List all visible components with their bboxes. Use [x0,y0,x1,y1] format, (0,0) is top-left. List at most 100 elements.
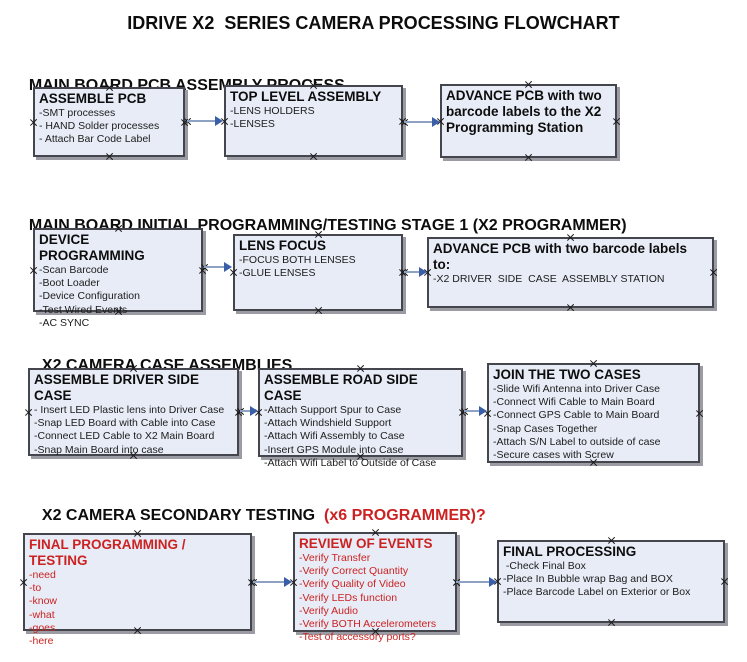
box-item: -Verify BOTH Accelerometers [299,618,437,631]
resize-handle-icon[interactable] [709,268,718,277]
box-item: -Boot Loader [39,277,100,290]
resize-handle-icon[interactable] [309,152,318,161]
resize-handle-icon[interactable] [589,359,598,368]
resize-handle-icon[interactable] [314,230,323,239]
box-title: FINAL PROCESSING [503,544,637,559]
resize-handle-icon[interactable] [356,452,365,461]
box-item: -Connect GPS Cable to Main Board [493,409,660,422]
resize-handle-icon[interactable] [524,153,533,162]
resize-handle-icon[interactable] [524,80,533,89]
resize-handle-icon[interactable] [19,578,28,587]
box-item: -Slide Wifi Antenna into Driver Case [493,383,660,395]
flow-box-advance-pcb-programming-station[interactable]: ADVANCE PCB with two barcode labels to t… [440,84,617,158]
box-item: -Insert GPS Module into Case [264,443,404,456]
resize-handle-icon[interactable] [695,409,704,418]
arrow-head-icon [224,262,232,272]
box-title: ADVANCE PCB with two barcode labels to t… [446,88,602,135]
resize-handle-icon[interactable] [566,303,575,312]
box-item: -X2 DRIVER SIDE CASE ASSEMBLY STATION [433,273,665,285]
flow-box-join-the-two-cases[interactable]: JOIN THE TWO CASES -Slide Wifi Antenna i… [487,363,700,463]
resize-handle-icon[interactable] [114,307,123,316]
box-item: -Secure cases with Screw [493,449,614,462]
box-title: ASSEMBLE DRIVER SIDE CASE [34,372,200,403]
resize-handle-icon[interactable] [612,117,621,126]
box-item: -SMT processes [39,107,116,119]
box-item: - HAND Solder processes [39,120,160,133]
connector-arrow[interactable] [456,577,497,587]
flow-box-final-programming-testing[interactable]: FINAL PROGRAMMING / TESTING -need -to -k… [23,533,252,647]
resize-handle-icon[interactable] [29,118,38,127]
resize-handle-icon[interactable] [129,451,138,460]
box-item: -Attach Wifi Assembly to Case [264,430,405,443]
arrow-head-icon [479,406,487,416]
resize-handle-icon[interactable] [356,364,365,373]
resize-handle-icon[interactable] [566,233,575,242]
box-item: -Device Configuration [39,290,140,303]
arrow-head-icon [284,577,292,587]
resize-handle-icon[interactable] [314,306,323,315]
box-title: ADVANCE PCB with two barcode labels to: [433,241,688,272]
flow-box-review-of-events[interactable]: REVIEW OF EVENTS -Verify Transfer -Verif… [293,532,457,643]
resize-handle-icon[interactable] [114,224,123,233]
arrow-line [404,121,434,123]
connector-arrow[interactable] [204,262,232,272]
flow-box-lens-focus[interactable]: LENS FOCUS -FOCUS BOTH LENSES -GLUE LENS… [233,234,403,311]
box-title: ASSEMBLE ROAD SIDE CASE [264,372,418,403]
resize-handle-icon[interactable] [589,458,598,467]
resize-handle-icon[interactable] [105,83,114,92]
resize-handle-icon[interactable] [24,408,33,417]
box-item: -Snap Main Board into case [34,443,164,456]
box-title: TOP LEVEL ASSEMBLY [230,89,382,104]
box-item: -Verify Correct Quantity [299,565,409,578]
connector-arrow[interactable] [253,577,292,587]
box-item: -goes [29,621,56,634]
connector-arrow[interactable] [240,406,258,416]
box-title: DEVICE PROGRAMMING [39,232,145,263]
arrow-line [204,266,226,268]
box-title: REVIEW OF EVENTS [299,536,433,551]
resize-handle-icon[interactable] [607,536,616,545]
resize-handle-icon[interactable] [607,618,616,627]
resize-handle-icon[interactable] [133,626,142,635]
arrow-line [253,581,286,583]
resize-handle-icon[interactable] [29,266,38,275]
box-title: ASSEMBLE PCB [39,91,147,106]
box-item: -Connect Wifi Cable to Main Board [493,396,655,409]
resize-handle-icon[interactable] [129,364,138,373]
connector-arrow[interactable] [404,117,440,127]
connector-arrow[interactable] [404,267,427,277]
box-item: -Check Final Box [503,560,586,572]
box-item: -here [29,635,54,648]
box-item: -Snap Cases Together [493,422,598,435]
flow-box-assemble-road-side-case[interactable]: ASSEMBLE ROAD SIDE CASE -Attach Support … [258,368,463,469]
flow-box-assemble-pcb[interactable]: ASSEMBLE PCB -SMT processes - HAND Solde… [33,87,185,157]
resize-handle-icon[interactable] [720,577,729,586]
box-item: -Verify Audio [299,604,358,617]
box-item: -GLUE LENSES [239,267,316,280]
section-heading-secondary-testing: X2 CAMERA SECONDARY TESTING (x6 PROGRAMM… [33,489,486,525]
box-item: -AC SYNC [39,316,90,329]
box-item: - Insert LED Plastic lens into Driver Ca… [34,404,225,416]
connector-arrow[interactable] [187,116,223,126]
flow-box-final-processing[interactable]: FINAL PROCESSING -Check Final Box -Place… [497,540,725,623]
box-item: -Scan Barcode [39,264,109,276]
arrow-line [240,410,252,412]
page-title: IDRIVE X2 SERIES CAMERA PROCESSING FLOWC… [127,13,620,33]
resize-handle-icon[interactable] [133,529,142,538]
flow-box-assemble-driver-side-case[interactable]: ASSEMBLE DRIVER SIDE CASE - Insert LED P… [28,368,239,456]
flow-box-advance-pcb-driver-side-station[interactable]: ADVANCE PCB with two barcode labels to: … [427,237,714,308]
flow-box-top-level-assembly[interactable]: TOP LEVEL ASSEMBLY -LENS HOLDERS -LENSES [224,85,403,157]
connector-arrow[interactable] [464,406,487,416]
box-item: -Place In Bubble wrap Bag and BOX [503,573,673,586]
box-item: -Connect LED Cable to X2 Main Board [34,430,215,443]
resize-handle-icon[interactable] [371,627,380,636]
resize-handle-icon[interactable] [309,81,318,90]
box-item: -need [29,569,56,581]
flow-box-device-programming[interactable]: DEVICE PROGRAMMING -Scan Barcode -Boot L… [33,228,203,329]
section-heading-text: X2 CAMERA SECONDARY TESTING [41,507,324,524]
resize-handle-icon[interactable] [105,152,114,161]
box-item: -Verify LEDs function [299,591,398,604]
box-item: -Verify Quality of Video [299,578,406,591]
resize-handle-icon[interactable] [371,528,380,537]
arrow-head-icon [215,116,223,126]
